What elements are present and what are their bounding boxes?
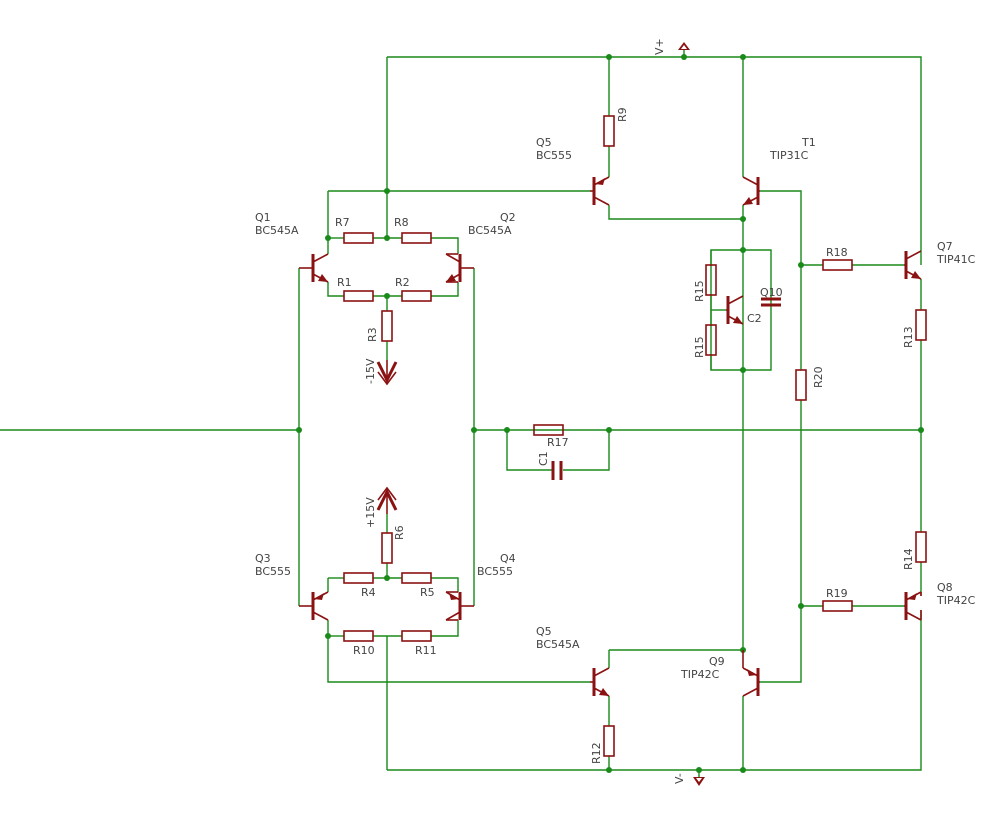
label-r15b: R15 xyxy=(693,336,706,358)
label-q5b-part: BC545A xyxy=(536,638,580,651)
resistor-r12 xyxy=(603,725,615,757)
label-q2: Q2 xyxy=(500,211,516,224)
label-vplus: V+ xyxy=(653,38,666,55)
label-q3: Q3 xyxy=(255,552,271,565)
resistor-r3 xyxy=(381,310,393,342)
transistor-q4 xyxy=(445,591,474,621)
label-t1: T1 xyxy=(801,136,816,149)
capacitors xyxy=(551,297,781,480)
label-r8: R8 xyxy=(394,216,409,229)
label-q5a-part: BC555 xyxy=(536,149,572,162)
resistor-r4 xyxy=(343,572,374,584)
resistor-r1 xyxy=(343,290,374,302)
resistor-r8 xyxy=(401,232,432,244)
resistor-r18 xyxy=(822,259,853,271)
label-c1: C1 xyxy=(537,451,550,466)
label-q9-part: TIP42C xyxy=(680,668,720,681)
label-pos15: +15V xyxy=(364,497,377,528)
transistors xyxy=(299,176,922,697)
label-r1: R1 xyxy=(337,276,352,289)
label-c2: C2 xyxy=(747,312,762,325)
label-r17: R17 xyxy=(547,436,569,449)
label-r2: R2 xyxy=(395,276,410,289)
pos15-arrow xyxy=(376,486,398,514)
label-r3: R3 xyxy=(366,327,379,342)
resistor-r5 xyxy=(401,572,432,584)
label-r12: R12 xyxy=(590,742,603,764)
vminus-symbol xyxy=(693,770,705,786)
resistor-r14 xyxy=(915,531,927,563)
capacitor-c1 xyxy=(551,461,563,480)
transistor-q8 xyxy=(904,591,922,621)
label-r11: R11 xyxy=(415,644,437,657)
resistor-r13 xyxy=(915,309,927,341)
neg15-arrow xyxy=(376,360,398,386)
label-t1-part: TIP31C xyxy=(769,149,809,162)
resistor-r15b xyxy=(705,324,717,356)
transistor-q9 xyxy=(742,650,760,697)
transistor-q5-lower xyxy=(590,667,610,697)
label-neg15: -15V xyxy=(364,358,377,384)
transistor-q10 xyxy=(726,295,744,325)
label-q10: Q10 xyxy=(760,286,783,299)
label-r4: R4 xyxy=(361,586,376,599)
resistor-r15a xyxy=(705,264,717,296)
label-q1-part: BC545A xyxy=(255,224,299,237)
label-q2-part: BC545A xyxy=(468,224,512,237)
label-vminus: V- xyxy=(673,773,686,784)
label-r18: R18 xyxy=(826,246,848,259)
transistor-q1 xyxy=(299,253,329,283)
resistor-r10 xyxy=(343,630,374,642)
labels: V+ V- -15V +15V Q1 BC545A Q2 BC545A Q3 B… xyxy=(255,38,976,784)
transistor-t1 xyxy=(742,176,760,206)
supply-symbols xyxy=(376,42,705,786)
label-q5a: Q5 xyxy=(536,136,552,149)
junctions xyxy=(296,54,924,773)
transistor-q7 xyxy=(904,250,922,280)
label-q4-part: BC555 xyxy=(477,565,513,578)
label-r19: R19 xyxy=(826,587,848,600)
label-r6: R6 xyxy=(393,525,406,540)
label-r7: R7 xyxy=(335,216,350,229)
resistor-r19 xyxy=(822,600,853,612)
resistor-r20 xyxy=(795,369,807,401)
label-r20: R20 xyxy=(812,366,825,388)
label-q7: Q7 xyxy=(937,240,953,253)
resistors xyxy=(343,115,927,757)
label-q8-part: TIP42C xyxy=(936,594,976,607)
transistor-q5-upper xyxy=(590,176,610,206)
label-q4: Q4 xyxy=(500,552,516,565)
label-q1: Q1 xyxy=(255,211,271,224)
label-q7-part: TIP41C xyxy=(936,253,976,266)
transistor-q3 xyxy=(299,591,329,621)
label-r13: R13 xyxy=(902,326,915,348)
label-r14: R14 xyxy=(902,548,915,570)
label-q3-part: BC555 xyxy=(255,565,291,578)
label-r9: R9 xyxy=(616,107,629,122)
label-q5b: Q5 xyxy=(536,625,552,638)
wires xyxy=(0,56,922,771)
label-q8: Q8 xyxy=(937,581,953,594)
resistor-r11 xyxy=(401,630,432,642)
vplus-symbol xyxy=(678,42,690,57)
label-r5: R5 xyxy=(420,586,435,599)
transistor-q2 xyxy=(445,253,474,283)
label-q9: Q9 xyxy=(709,655,725,668)
label-r15a: R15 xyxy=(693,280,706,302)
resistor-r9 xyxy=(603,115,615,147)
resistor-r17 xyxy=(533,424,564,436)
resistor-r7 xyxy=(343,232,374,244)
capacitor-c2 xyxy=(761,297,781,307)
resistor-r6 xyxy=(381,532,393,564)
label-r10: R10 xyxy=(353,644,375,657)
resistor-r2 xyxy=(401,290,432,302)
